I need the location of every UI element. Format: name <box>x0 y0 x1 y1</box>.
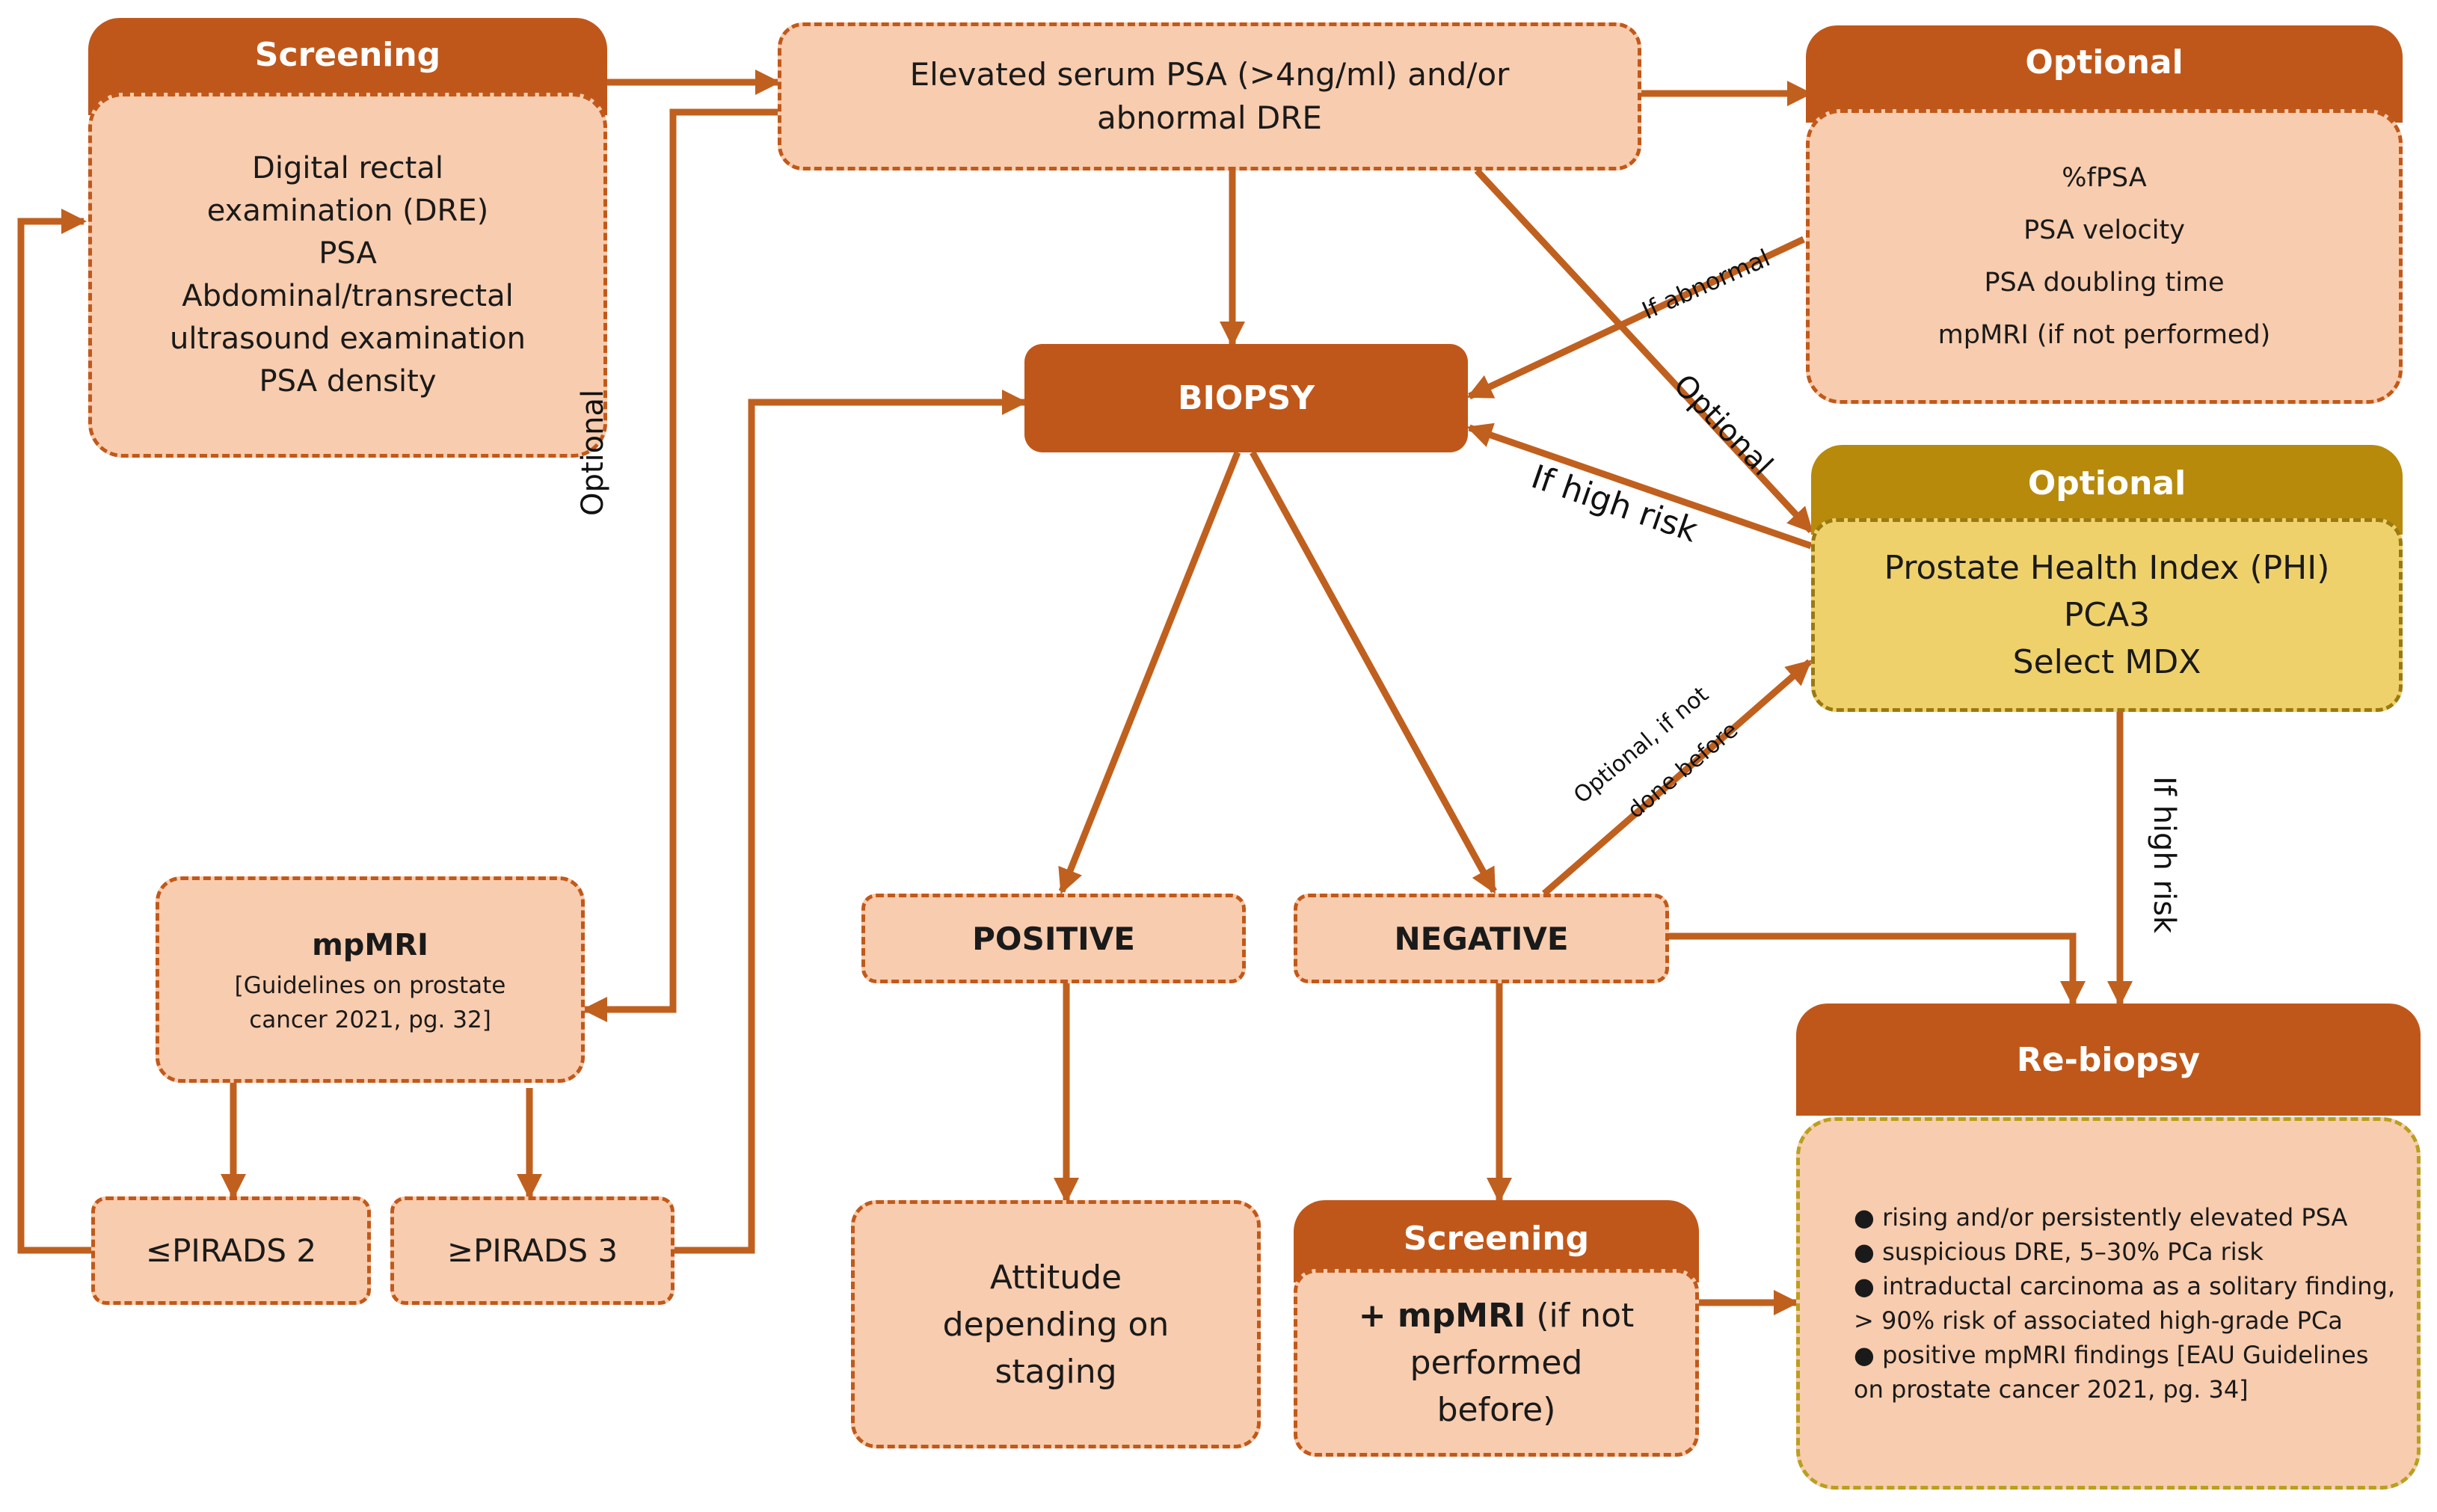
optional-tests-card: Optional %fPSA PSA velocity PSA doubling… <box>1806 25 2403 404</box>
optional-item-2: PSA velocity <box>2023 215 2185 245</box>
negative-label: NEGATIVE <box>1394 920 1569 957</box>
arrow-negative-to-phi <box>1542 659 1813 897</box>
phi-item-2: PCA3 <box>2063 596 2151 634</box>
biopsy-box: BIOPSY <box>1024 344 1468 452</box>
arrow-pirads3-to-biopsy <box>674 390 1027 1254</box>
rebiopsy-item-2: suspicious DRE, 5–30% PCa risk <box>1854 1235 2399 1269</box>
screening-item-2: examination (DRE) <box>206 194 489 228</box>
optional-tests-header: Optional <box>1806 25 2403 123</box>
screening-card-body: Digital rectal examination (DRE) PSA Abd… <box>88 93 607 458</box>
rebiopsy-header: Re-biopsy <box>1796 1004 2421 1116</box>
pirads-3-box: ≥PIRADS 3 <box>390 1196 674 1305</box>
optional-phi-body: Prostate Health Index (PHI) PCA3 Select … <box>1811 518 2403 712</box>
positive-label: POSITIVE <box>972 920 1135 957</box>
mpmri-box: mpMRI [Guidelines on prostate cancer 202… <box>156 876 585 1083</box>
screening-mpmri-header: Screening <box>1294 1200 1699 1282</box>
pirads-2-box: ≤PIRADS 2 <box>91 1196 371 1305</box>
arrow-negative-to-rebiopsy <box>1669 932 2086 1007</box>
screening-mpmri-body: + mpMRI (if not performed before) <box>1294 1269 1699 1457</box>
arrow-elevated-to-mpmri <box>582 108 778 1022</box>
attitude-line-1: Attitude <box>989 1258 1122 1297</box>
screening-mpmri-rest: (if not <box>1525 1297 1635 1335</box>
screening-mpmri-line-2: performed <box>1410 1344 1583 1382</box>
screening-mpmri-line-3: before) <box>1436 1391 1556 1429</box>
pirads-3-label: ≥PIRADS 3 <box>446 1232 618 1269</box>
elevated-line-2: abnormal DRE <box>1097 99 1322 136</box>
label-if-high-risk-right: If high risk <box>2147 776 2181 934</box>
pirads-2-label: ≤PIRADS 2 <box>145 1232 317 1269</box>
optional-phi-card: Optional Prostate Health Index (PHI) PCA… <box>1811 445 2403 712</box>
label-optional-left: Optional <box>576 389 610 516</box>
optional-item-1: %fPSA <box>2062 163 2147 193</box>
attitude-line-2: depending on <box>942 1305 1170 1344</box>
attitude-box: Attitude depending on staging <box>851 1200 1261 1448</box>
rebiopsy-list: rising and/or persistently elevated PSA … <box>1854 1200 2399 1407</box>
rebiopsy-item-3: intraductal carcinoma as a solitary find… <box>1854 1269 2399 1338</box>
phi-item-3: Select MDX <box>2012 643 2201 681</box>
elevated-line-1: Elevated serum PSA (>4ng/ml) and/or <box>909 56 1510 93</box>
positive-box: POSITIVE <box>861 894 1246 983</box>
rebiopsy-item-1: rising and/or persistently elevated PSA <box>1854 1200 2399 1235</box>
screening-card: Screening Digital rectal examination (DR… <box>88 18 607 458</box>
optional-tests-body: %fPSA PSA velocity PSA doubling time mpM… <box>1806 109 2403 404</box>
phi-item-1: Prostate Health Index (PHI) <box>1884 549 2330 587</box>
arrow-pirads2-to-screening <box>17 209 91 1254</box>
mpmri-ref-1: [Guidelines on prostate <box>234 972 506 999</box>
arrow-elevated-to-phi <box>1474 168 1814 534</box>
mpmri-ref-2: cancer 2021, pg. 32] <box>249 1007 491 1033</box>
negative-box: NEGATIVE <box>1294 894 1669 983</box>
optional-item-4: mpMRI (if not performed) <box>1937 320 2271 350</box>
arrow-optional-to-biopsy <box>1466 236 1805 400</box>
elevated-psa-box: Elevated serum PSA (>4ng/ml) and/or abno… <box>778 22 1641 170</box>
screening-item-6: PSA density <box>259 364 437 399</box>
arrow-biopsy-to-negative <box>1250 450 1497 894</box>
screening-mpmri-card: Screening + mpMRI (if not performed befo… <box>1294 1200 1699 1457</box>
rebiopsy-card: Re-biopsy rising and/or persistently ele… <box>1796 1004 2421 1490</box>
rebiopsy-item-4: positive mpMRI findings [EAU Guidelines … <box>1854 1338 2399 1407</box>
screening-mpmri-bold: + mpMRI <box>1358 1297 1526 1335</box>
mpmri-title: mpMRI <box>312 928 428 962</box>
screening-item-5: ultrasound examination <box>170 322 526 356</box>
biopsy-label: BIOPSY <box>1177 379 1315 417</box>
arrow-biopsy-to-positive <box>1058 451 1241 894</box>
screening-item-4: Abdominal/transrectal <box>182 279 514 313</box>
arrow-phi-to-biopsy <box>1466 422 1813 550</box>
attitude-line-3: staging <box>995 1352 1117 1391</box>
rebiopsy-body: rising and/or persistently elevated PSA … <box>1796 1117 2421 1490</box>
screening-mpmri-line-1: + mpMRI (if not <box>1359 1292 1635 1339</box>
screening-item-1: Digital rectal <box>252 151 443 185</box>
optional-item-3: PSA doubling time <box>1984 268 2225 298</box>
screening-item-3: PSA <box>319 236 377 271</box>
